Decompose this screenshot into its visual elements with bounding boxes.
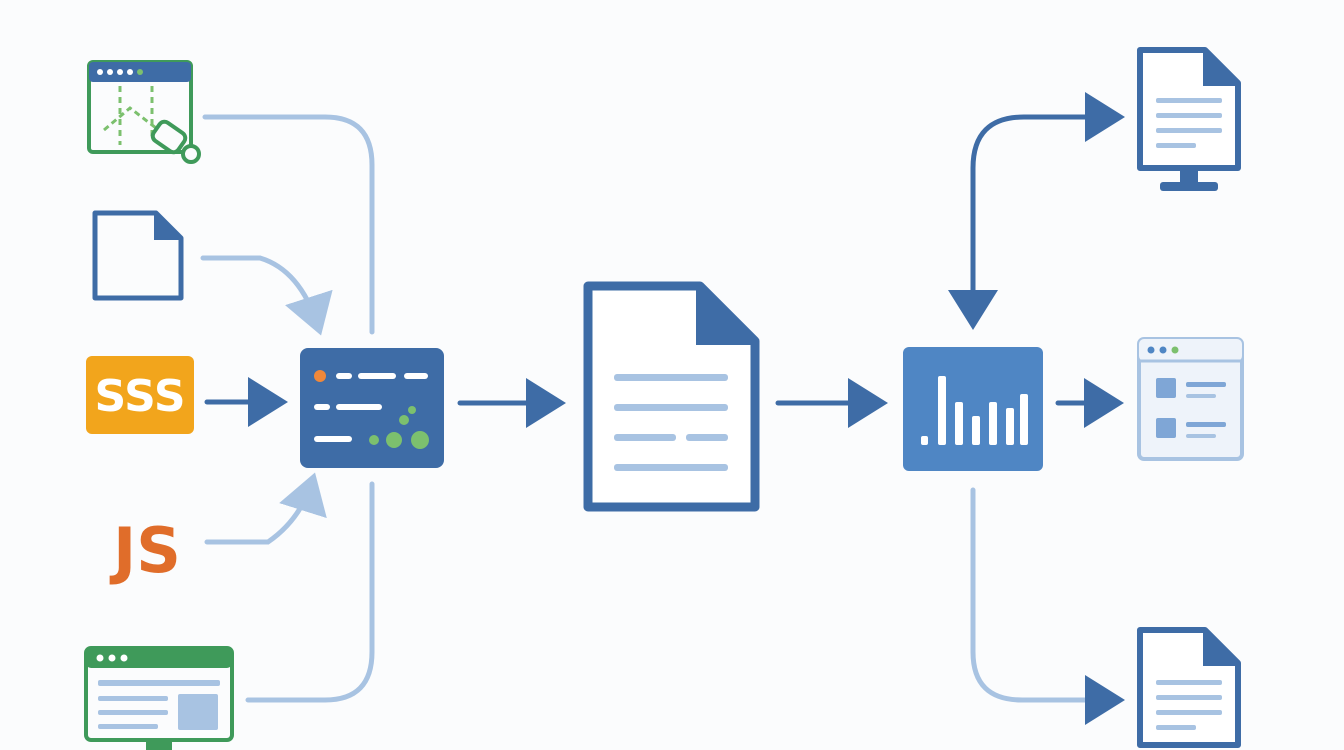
report-document-icon	[1137, 627, 1241, 748]
blank-file-icon	[92, 210, 184, 301]
monitor-document-icon	[1137, 47, 1241, 191]
sss-stylesheet-icon: SSS	[86, 356, 194, 434]
connector-js-to-processor	[204, 472, 327, 545]
connector-analyzer-to-report	[970, 487, 1125, 725]
document-icon	[583, 281, 760, 512]
design-window-icon	[87, 60, 201, 164]
bar-chart-icon	[903, 347, 1043, 471]
webpage-template-icon	[84, 646, 234, 750]
connector-file-to-processor	[200, 255, 333, 336]
app-window-icon	[1137, 337, 1244, 461]
js-label: JS	[109, 514, 181, 587]
code-processor-icon	[300, 348, 444, 468]
js-script-icon: JS	[109, 514, 181, 587]
connectors	[200, 92, 1125, 725]
connector-template-to-processor	[245, 481, 375, 703]
sss-label: SSS	[94, 371, 185, 422]
connector-design-to-processor	[202, 114, 375, 335]
connector-analyzer-to-monitor	[970, 92, 1125, 325]
